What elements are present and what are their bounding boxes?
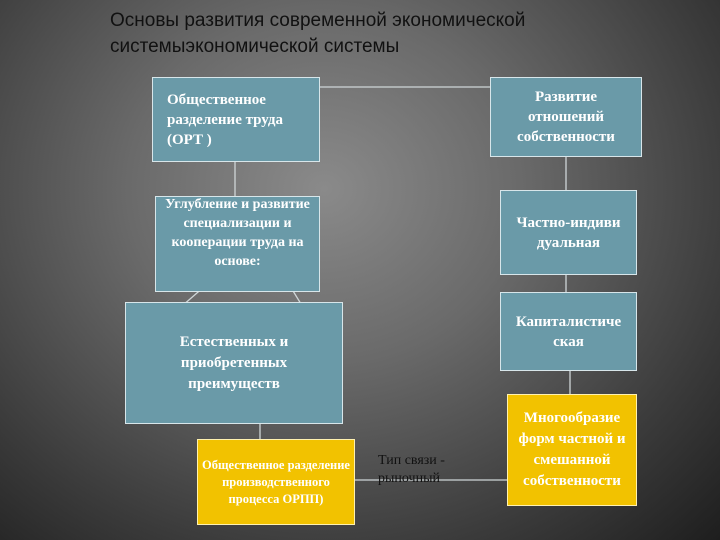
slide-title: Основы развития современной экономическо…	[110, 10, 526, 57]
box-deepening: Углубление и развитие специализации и ко…	[155, 196, 320, 292]
box-orpp: Общественное разделение производственног…	[197, 439, 355, 525]
box-ownership-diversity-label: Многообразие форм частной и смешанной со…	[518, 410, 626, 489]
connection-type-note: Тип связи - рыночный	[378, 453, 445, 486]
box-capitalist-label: Капиталистическая	[515, 313, 622, 350]
box-capitalist: Капиталистическая	[500, 292, 637, 371]
box-deepening-label: Углубление и развитие специализации и ко…	[165, 197, 310, 269]
box-private-individual-label: Частно-индивидуальная	[516, 214, 621, 251]
box-ort-label: Общественное разделение труда (ОРТ )	[167, 91, 283, 148]
box-ownership-development: Развитие отношений собственности	[490, 77, 642, 157]
box-advantages-label: Естественных и приобретенных преимуществ	[179, 333, 289, 392]
box-ownership-development-label: Развитие отношений собственности	[517, 89, 615, 145]
box-advantages: Естественных и приобретенных преимуществ	[125, 302, 343, 424]
box-private-individual: Частно-индивидуальная	[500, 190, 637, 275]
box-orpp-label: Общественное разделение производственног…	[202, 457, 350, 506]
box-ort: Общественное разделение труда (ОРТ )	[152, 77, 320, 162]
box-ownership-diversity: Многообразие форм частной и смешанной со…	[507, 394, 637, 506]
